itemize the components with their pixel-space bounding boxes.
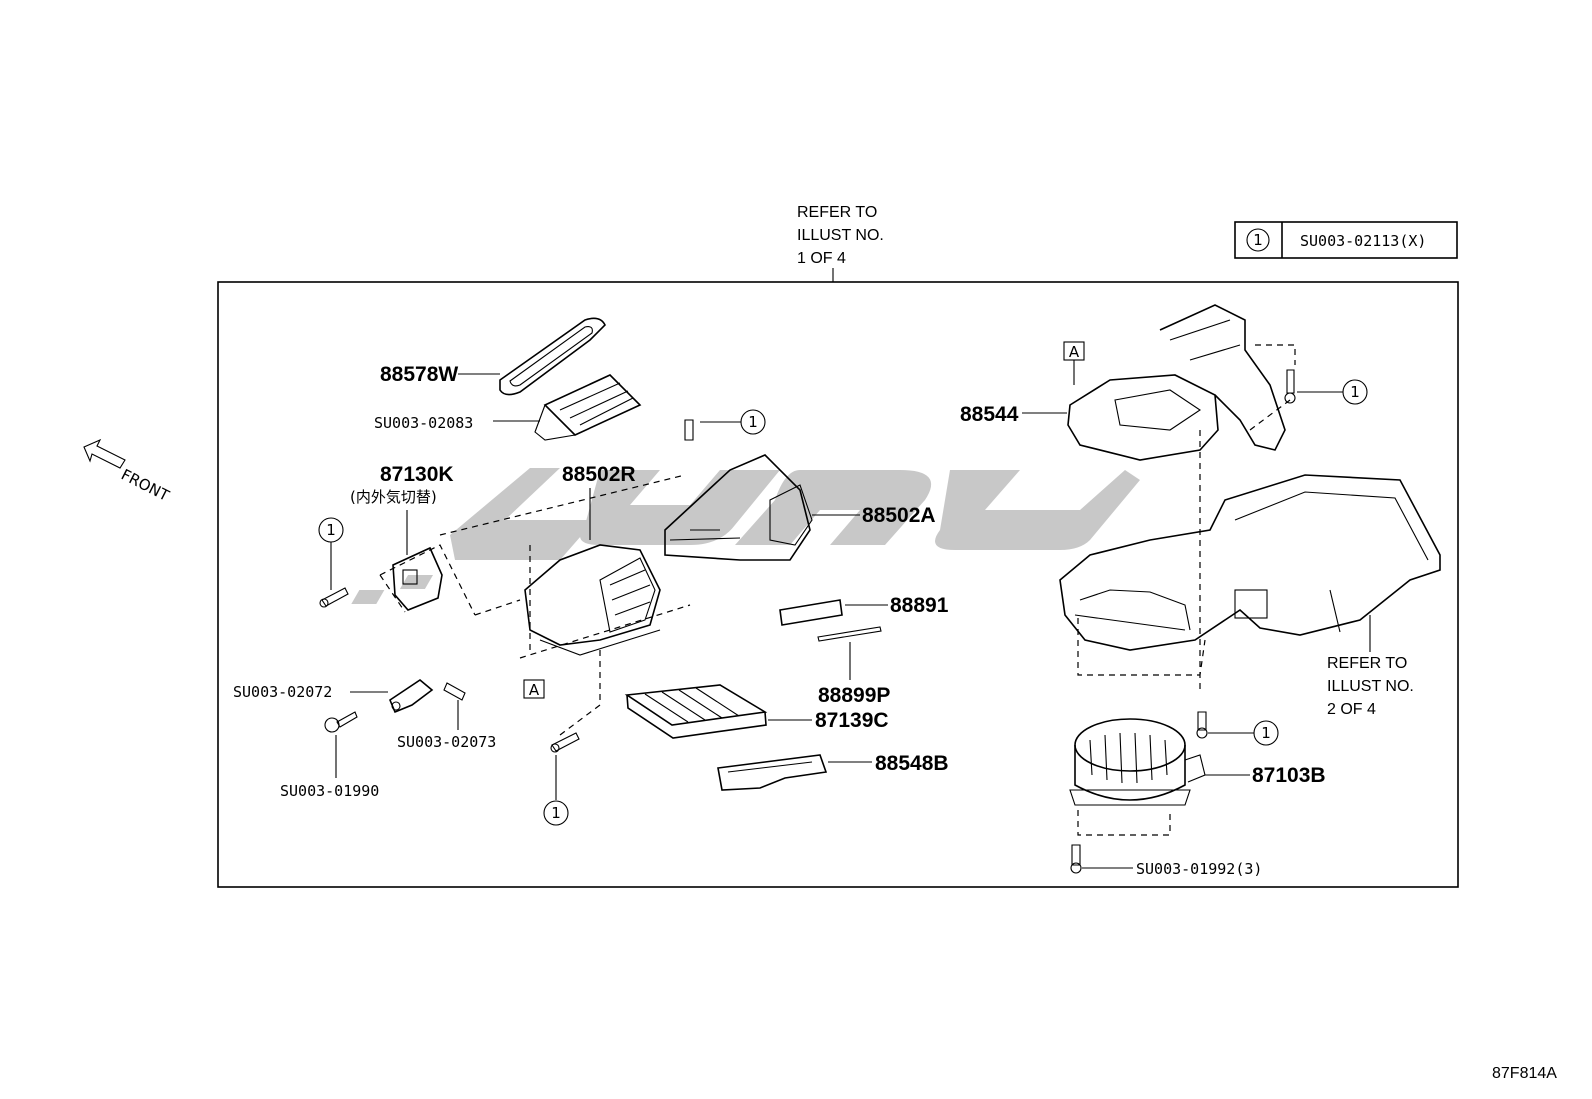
reference-note-top-line3: 1 OF 4 xyxy=(797,250,846,267)
reference-note-top-line2: ILLUST NO. xyxy=(797,227,884,244)
reference-note-right-line1: REFER TO xyxy=(1327,655,1407,672)
legend-box: 1 SU003-02113(X) xyxy=(1234,221,1458,259)
label-su003-01992: SU003-01992(3) xyxy=(1136,860,1262,878)
label-87130k-note: (内外気切替) xyxy=(350,488,437,506)
housing-88544 xyxy=(1067,304,1286,461)
part-88548b xyxy=(717,754,828,791)
duct-88502a xyxy=(664,454,813,561)
front-label: FRONT xyxy=(118,466,173,506)
callout-circle: 1 xyxy=(551,804,561,822)
label-88548b: 88548B xyxy=(875,752,949,775)
label-su003-02072: SU003-02072 xyxy=(233,683,332,701)
screw-88502a xyxy=(684,419,694,441)
gasket-88578w xyxy=(499,317,606,396)
lever-02072 xyxy=(389,679,434,714)
blower-case-88502r xyxy=(524,544,661,656)
box-letter-a-left: A xyxy=(529,681,540,699)
label-su003-01990: SU003-01990 xyxy=(280,782,379,800)
label-88502r: 88502R xyxy=(562,463,636,486)
watermark-logo xyxy=(351,468,1140,604)
label-88578w: 88578W xyxy=(380,363,458,386)
box-letter-a-right: A xyxy=(1069,343,1080,361)
legend-circle-number: 1 xyxy=(1253,231,1263,249)
heater-case xyxy=(1059,474,1441,651)
cabin-filter-87139c xyxy=(624,684,768,739)
callout-circle: 1 xyxy=(748,413,758,431)
reference-note-right-line2: ILLUST NO. xyxy=(1327,678,1414,695)
label-87139c: 87139C xyxy=(815,709,889,732)
front-arrow: FRONT xyxy=(83,438,173,506)
filter-housing-02083 xyxy=(534,374,642,441)
blower-motor-87103b xyxy=(1069,718,1206,806)
figure-id: 87F814A xyxy=(1492,1065,1557,1082)
part-88891 xyxy=(779,599,843,626)
actuator-87130k xyxy=(392,546,443,611)
label-su003-02083: SU003-02083 xyxy=(374,414,473,432)
label-88891: 88891 xyxy=(890,594,949,617)
label-88544: 88544 xyxy=(960,403,1019,426)
label-su003-02073: SU003-02073 xyxy=(397,733,496,751)
part-88899p xyxy=(817,626,882,642)
label-88899p: 88899P xyxy=(818,684,890,707)
screw-left xyxy=(319,587,349,608)
reference-note-right-line3: 2 OF 4 xyxy=(1327,701,1376,718)
callout-circle: 1 xyxy=(326,521,336,539)
link-02073 xyxy=(443,682,466,701)
callout-circle: 1 xyxy=(1350,383,1360,401)
nut-01990 xyxy=(324,711,358,733)
screw-88544 xyxy=(1284,369,1296,404)
callout-circle: 1 xyxy=(1261,724,1271,742)
label-88502a: 88502A xyxy=(862,504,936,527)
screw-bottom-left xyxy=(550,732,580,753)
diagram-frame xyxy=(217,281,1459,888)
screw-01992 xyxy=(1070,844,1082,874)
label-87130k: 87130K xyxy=(380,463,454,486)
reference-note-top-line1: REFER TO xyxy=(797,204,877,221)
label-87103b: 87103B xyxy=(1252,764,1326,787)
legend-code: SU003-02113(X) xyxy=(1300,232,1426,250)
screw-mid-right xyxy=(1196,711,1208,739)
